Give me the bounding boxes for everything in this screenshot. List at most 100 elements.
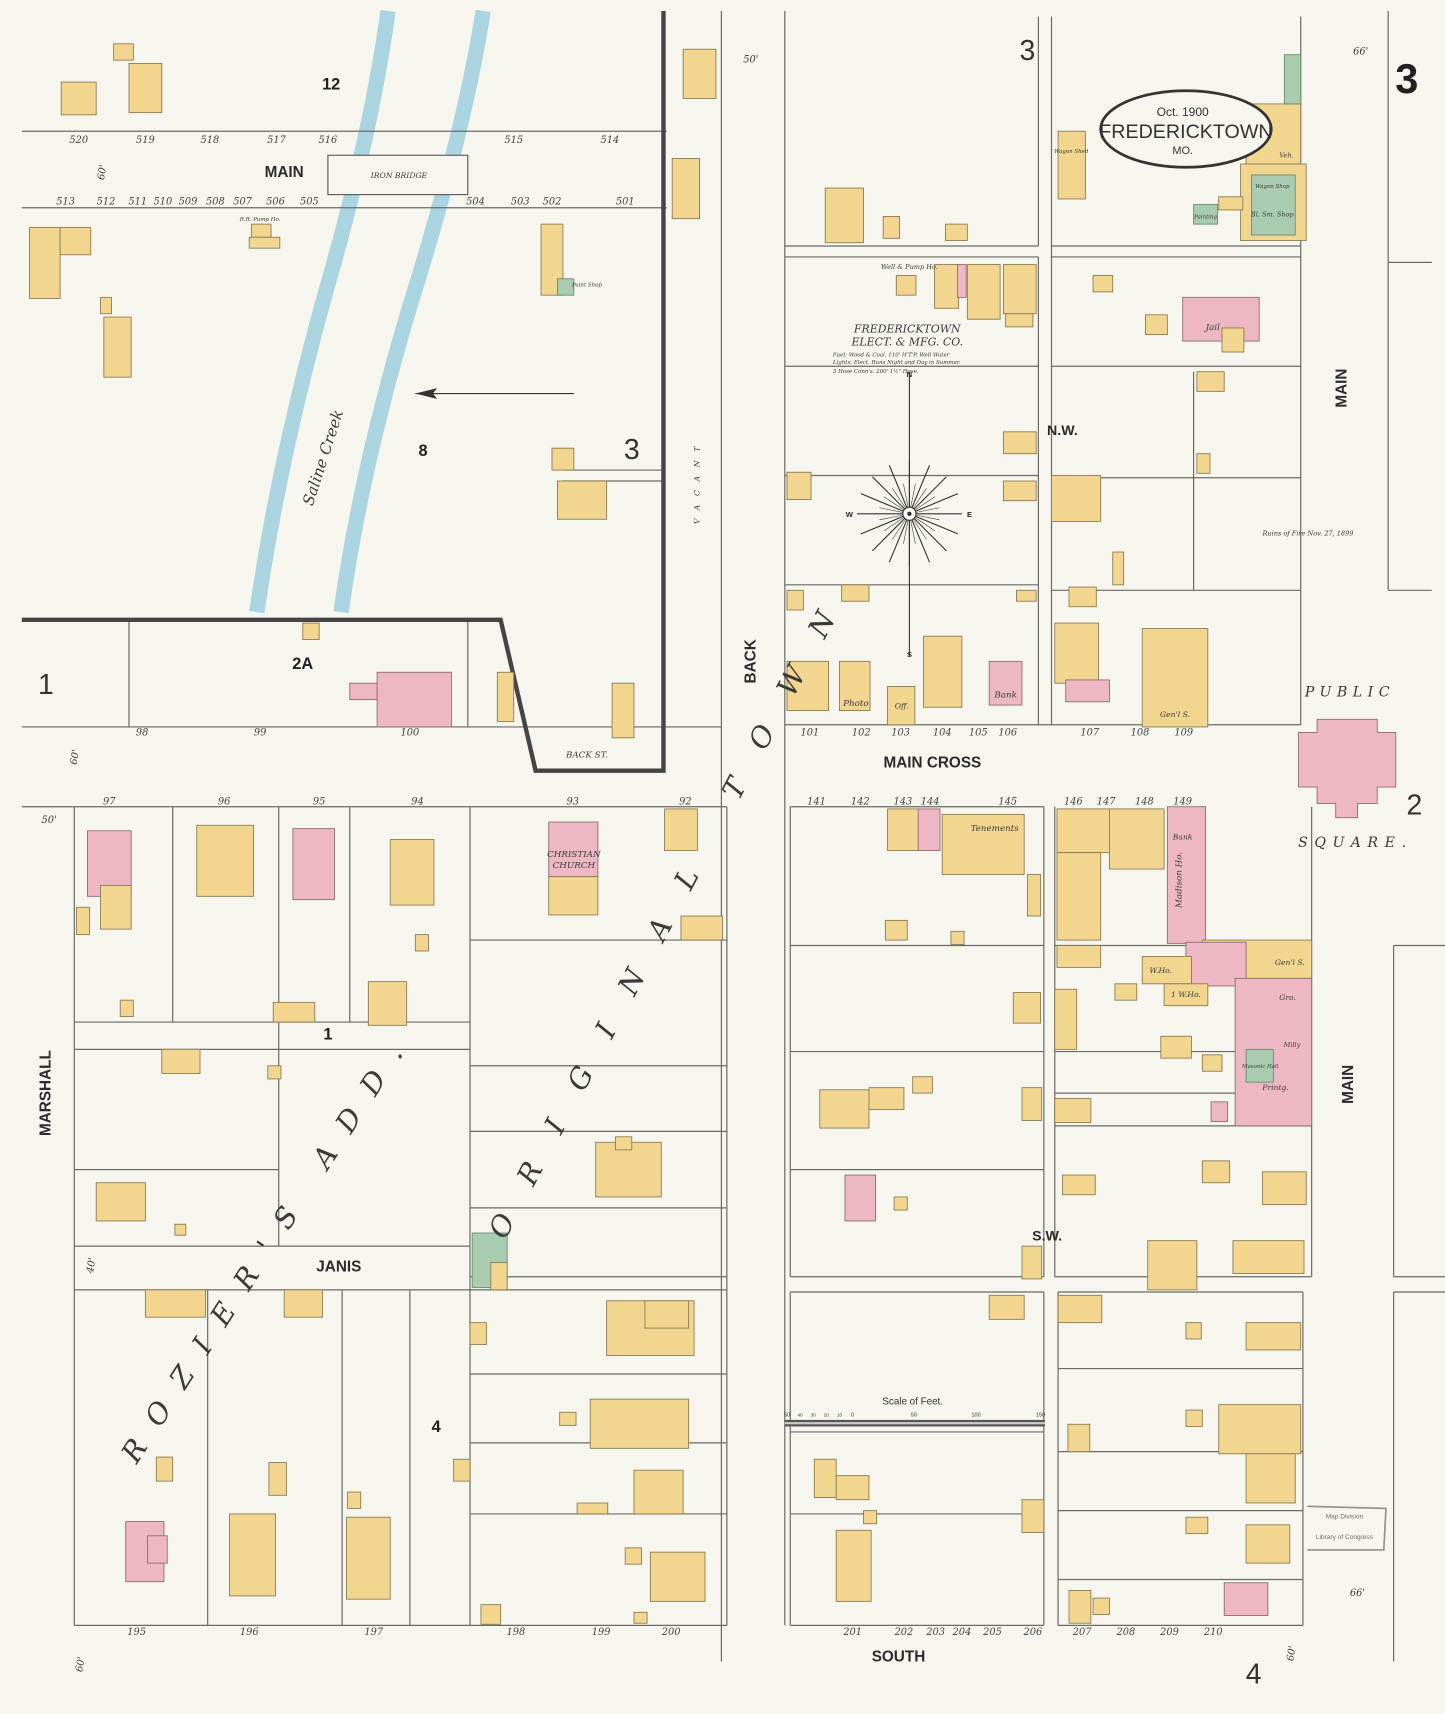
building: [887, 686, 916, 726]
house-number: 206: [1023, 1627, 1043, 1638]
building: [1201, 1160, 1231, 1184]
building: [551, 447, 575, 471]
house-number: 106: [998, 728, 1017, 739]
title-cartouche: Oct. 1900 FREDERICKTOWN MO.: [1099, 89, 1273, 169]
house-number: 108: [1131, 728, 1150, 739]
building: [60, 81, 97, 116]
street-marshall: MARSHALL: [37, 1050, 54, 1136]
wagon-shed-label: Wagon Shed: [1054, 149, 1089, 155]
building: [841, 584, 870, 602]
house-number: 93: [566, 797, 579, 808]
building: [103, 316, 132, 378]
street-width: 66': [1350, 1588, 1365, 1599]
building: [786, 660, 829, 711]
compass-ray: [909, 513, 947, 552]
photo-label: Photo: [842, 699, 869, 709]
iron-bridge-label: IRON BRIDGE: [370, 171, 428, 180]
iron-bridge: [327, 154, 469, 196]
building: [557, 480, 608, 520]
building: [941, 813, 1025, 875]
building: [884, 919, 908, 941]
building: [1196, 371, 1225, 392]
building: [1218, 1404, 1302, 1455]
building: [267, 1065, 282, 1080]
building: [1160, 1035, 1192, 1059]
block-number: 4: [432, 1418, 442, 1436]
building: [1163, 983, 1209, 1007]
stamp-line-2: Library of Congress: [1316, 1534, 1374, 1541]
building: [1068, 1589, 1092, 1624]
house-number: 195: [127, 1627, 146, 1638]
well-label: Well & Pump Ho.: [881, 263, 938, 271]
building: [1147, 1240, 1198, 1291]
house-number: 100: [401, 728, 420, 739]
building-labels: Well & Pump Ho. FREDERICKTOWN ELECT. & M…: [239, 149, 1305, 1092]
house-number: 201: [842, 1627, 862, 1638]
church-label-1: CHRISTIAN: [547, 850, 601, 860]
public-square-label-2: SQUARE.: [1298, 835, 1413, 851]
street-back-st: BACK ST.: [565, 751, 608, 761]
building: [1057, 130, 1086, 200]
building: [292, 828, 335, 901]
scale-tick-label: 50: [911, 1413, 917, 1419]
bank-lower-label: Bank: [1172, 833, 1193, 842]
building: [471, 1232, 508, 1289]
adjacent-sheet-1: 1: [38, 669, 54, 701]
building: [1051, 475, 1102, 522]
elect-co-label-5: 3 Hose Conn's. 200' 1½" Hose.: [833, 368, 919, 375]
street-width: 40': [85, 1257, 99, 1275]
building: [934, 264, 960, 309]
building: [1245, 1453, 1296, 1504]
block-number: 12: [322, 76, 340, 94]
house-number: 210: [1203, 1627, 1223, 1638]
library-stamp: Map Division Library of Congress: [1307, 1505, 1387, 1551]
building: [988, 660, 1023, 706]
house-number: 502: [543, 196, 562, 207]
north-arrow-icon: [415, 388, 574, 400]
building: [1005, 313, 1034, 328]
vacant-label: VACANT: [693, 438, 702, 524]
house-number: 209: [1159, 1627, 1179, 1638]
house-number: 199: [592, 1627, 611, 1638]
house-number: 101: [801, 728, 820, 739]
building: [229, 1513, 276, 1597]
building: [1112, 551, 1125, 586]
building: [835, 1475, 870, 1501]
building: [1201, 1054, 1223, 1072]
house-number: 99: [254, 728, 267, 739]
svg-text:E: E: [967, 510, 972, 519]
madison-label: Madison Ho.: [1175, 852, 1185, 909]
building: [113, 43, 134, 61]
grocery-label: Gro.: [1279, 993, 1296, 1002]
building: [839, 660, 871, 711]
building: [1262, 1171, 1307, 1206]
scale-tick-label: 30: [811, 1413, 816, 1418]
house-number: 519: [136, 135, 155, 146]
building: [1002, 264, 1037, 315]
svg-text:S: S: [907, 650, 912, 659]
house-number: 103: [891, 728, 910, 739]
buildings: [29, 43, 1313, 1625]
building: [29, 226, 61, 299]
building: [349, 682, 378, 701]
building: [633, 1469, 684, 1515]
building: [1193, 204, 1219, 225]
building: [887, 808, 921, 851]
house-number: 514: [601, 135, 620, 146]
scale-tick-label: 40: [798, 1413, 803, 1418]
state-name: MO.: [1172, 145, 1193, 157]
block-number: 3: [624, 434, 640, 466]
nw-label: N.W.: [1047, 423, 1078, 439]
building: [1114, 983, 1138, 1001]
building: [302, 622, 320, 640]
building: [682, 48, 717, 99]
compass-ray: [909, 493, 959, 515]
house-number: 146: [1064, 797, 1083, 808]
building: [453, 1458, 471, 1482]
office-label: Off.: [895, 701, 909, 710]
building: [882, 216, 901, 239]
building: [1185, 1322, 1202, 1340]
sw-label: S.W.: [1032, 1229, 1062, 1245]
